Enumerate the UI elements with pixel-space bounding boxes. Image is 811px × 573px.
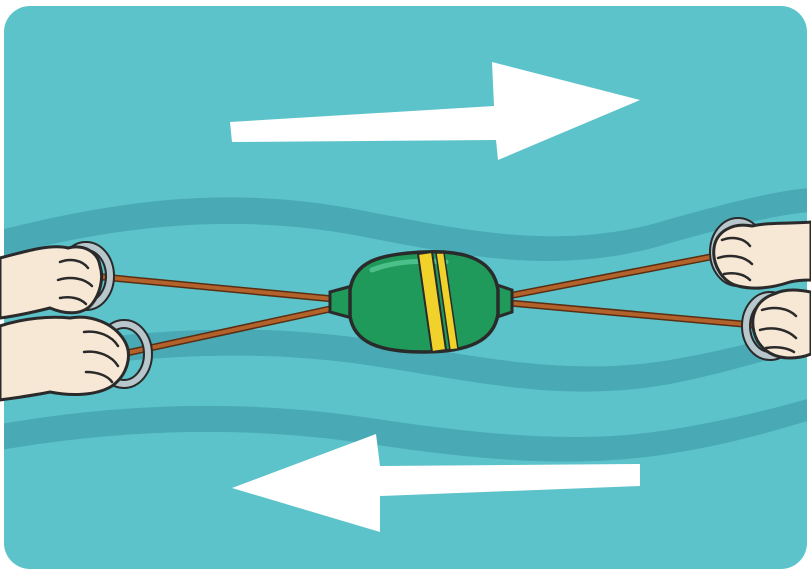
right-upper-hand — [714, 222, 811, 288]
right-lower-hand — [746, 290, 811, 358]
left-upper-hand — [0, 246, 110, 318]
